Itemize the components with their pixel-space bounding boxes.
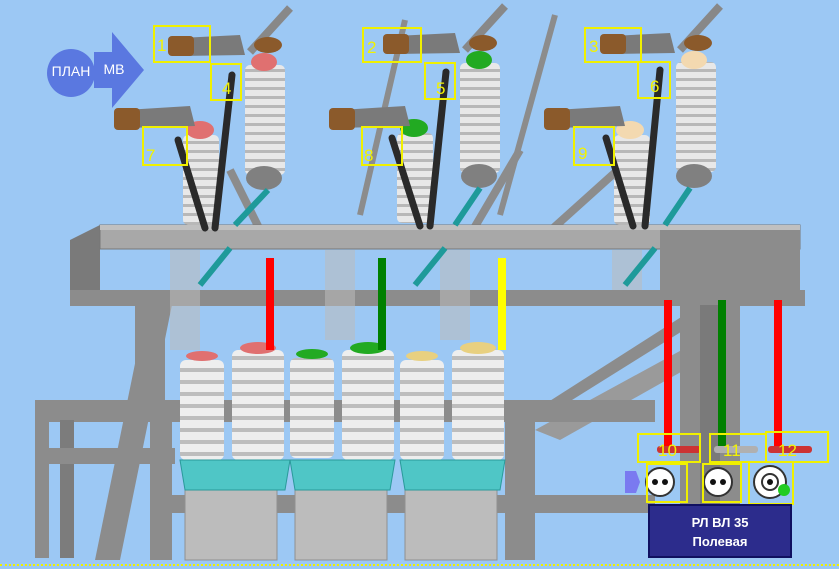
busbars [266,258,782,448]
drive-links [197,186,693,287]
blades [114,3,723,130]
panel-line-1: РЛ ВЛ 35 [691,515,749,530]
upper-insulators [183,51,716,225]
drive-levers [657,446,812,453]
lower-insulators [179,342,506,491]
hotspot-8[interactable] [361,126,403,166]
hotspot-9[interactable] [573,126,615,166]
hotspot-10[interactable] [637,433,701,463]
hotspot-2[interactable] [362,27,422,63]
panel-line-2: Полевая [692,534,748,549]
main-frame [70,224,805,555]
plan-circle-icon [47,49,95,97]
hotspot-5[interactable] [424,62,456,100]
hotspot-13[interactable] [646,463,688,503]
bottom-dotted-border [0,564,839,566]
hotspot-4[interactable] [210,63,242,101]
hotspot-7[interactable] [142,126,188,166]
plan-label: ПЛАН [51,63,91,79]
operating-rods [174,66,664,232]
mv-arrow-icon [94,32,144,108]
plan-button[interactable]: ПЛАН [46,48,96,98]
lower-contacts [170,250,642,350]
disconnector-name-panel: РЛ ВЛ 35 Полевая [648,504,792,558]
mv-button[interactable]: МВ [94,32,146,112]
hotspot-1[interactable] [153,25,211,63]
hotspot-14[interactable] [702,463,742,503]
hotspot-12[interactable] [765,431,829,463]
hotspot-6[interactable] [637,61,671,99]
hotspot-15[interactable] [748,461,794,505]
sockets [625,465,790,499]
hotspot-3[interactable] [584,27,642,63]
hotspot-11[interactable] [709,433,767,463]
mv-label: МВ [103,61,125,77]
